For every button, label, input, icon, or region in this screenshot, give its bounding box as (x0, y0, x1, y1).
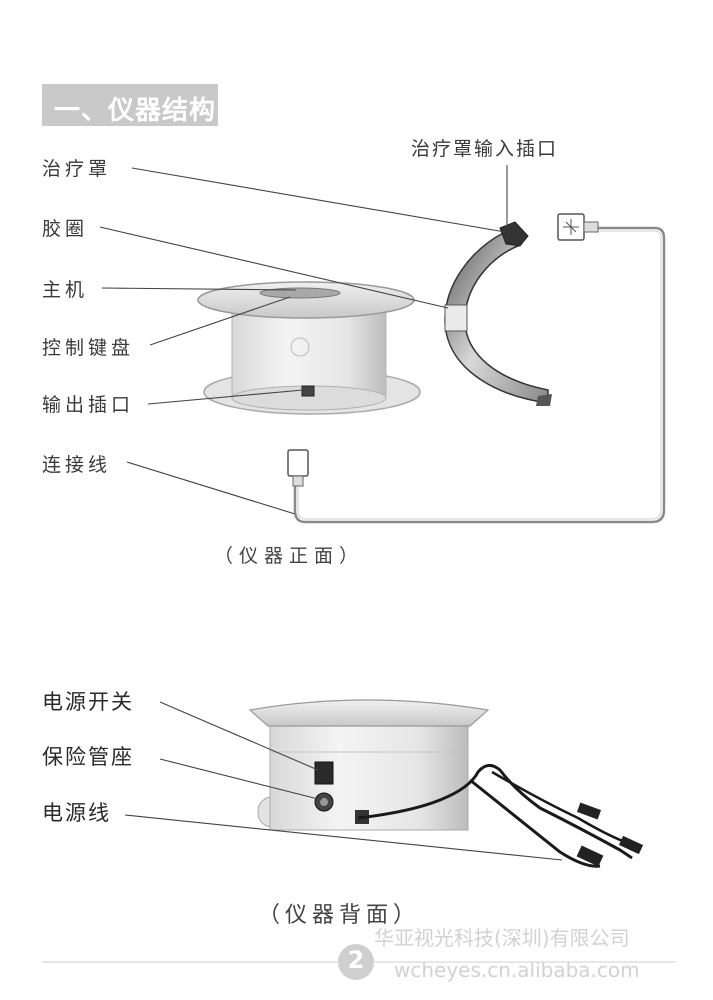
label-connecting-cable: 连接线 (42, 454, 112, 476)
back-leader-lines (124, 701, 563, 861)
front-leader-lines (99, 165, 508, 515)
front-caption: （仪器正面） (214, 545, 365, 567)
main-unit-front (197, 281, 421, 415)
treatment-cover (444, 221, 552, 406)
back-caption: （仪器背面） (258, 903, 421, 928)
section-header: 一、仪器结构 (42, 84, 218, 126)
page-number: 2 (347, 946, 365, 974)
section-title: 一、仪器结构 (54, 96, 217, 126)
page-number-badge: 2 (338, 944, 374, 980)
label-treatment-cover: 治疗罩 (42, 158, 112, 180)
watermark-company: 华亚视光科技(深圳)有限公司 (374, 926, 630, 950)
label-output-socket: 输出插口 (42, 394, 135, 416)
connecting-cable (287, 213, 666, 524)
label-cover-input-socket: 治疗罩输入插口 (411, 138, 559, 160)
label-power-cord: 电源线 (42, 801, 111, 825)
label-control-keyboard: 控制键盘 (42, 337, 135, 359)
main-unit-back (248, 699, 644, 868)
label-fuse-holder: 保险管座 (42, 745, 134, 769)
label-power-switch: 电源开关 (42, 690, 134, 714)
label-rubber-ring: 胶圈 (42, 218, 89, 240)
watermark-url: wcheyes.cn.alibaba.com (394, 958, 640, 982)
label-main-unit: 主机 (42, 279, 89, 301)
